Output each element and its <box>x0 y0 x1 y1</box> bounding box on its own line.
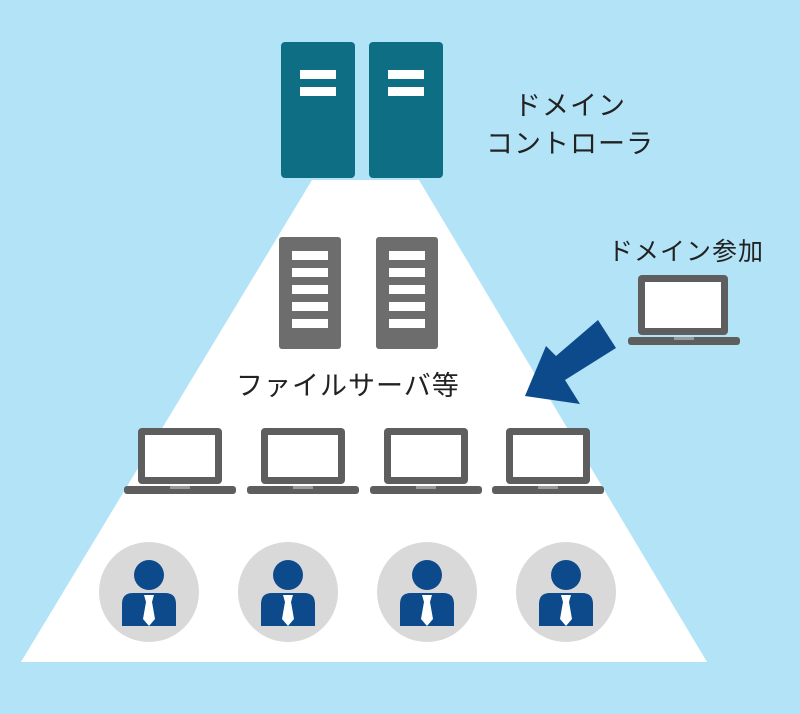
domain-controller-label: ドメイン コントローラ <box>470 88 670 164</box>
domain-controller-label-line2: コントローラ <box>486 129 654 160</box>
user-icon-3 <box>377 542 477 642</box>
domain-join-label: ドメイン参加 <box>608 237 765 266</box>
user-icon-1 <box>99 542 199 642</box>
join-arrow-icon <box>525 320 616 404</box>
user-icon-4 <box>516 542 616 642</box>
laptop-icon-2 <box>247 428 359 494</box>
file-server-label: ファイルサーバ等 <box>236 371 460 402</box>
domain-controller-label-line1: ドメイン <box>514 91 626 122</box>
domain-controller-server-icon-1 <box>281 42 355 178</box>
domain-controller-server-icon-2 <box>369 42 443 178</box>
network-triangle <box>21 180 707 662</box>
user-icon-2 <box>238 542 338 642</box>
file-server-icon-2 <box>376 237 438 349</box>
laptop-icon-4 <box>492 428 604 494</box>
joining-laptop-icon <box>628 275 740 345</box>
laptop-icon-3 <box>370 428 482 494</box>
laptop-icon-1 <box>124 428 236 494</box>
file-server-icon-1 <box>279 237 341 349</box>
